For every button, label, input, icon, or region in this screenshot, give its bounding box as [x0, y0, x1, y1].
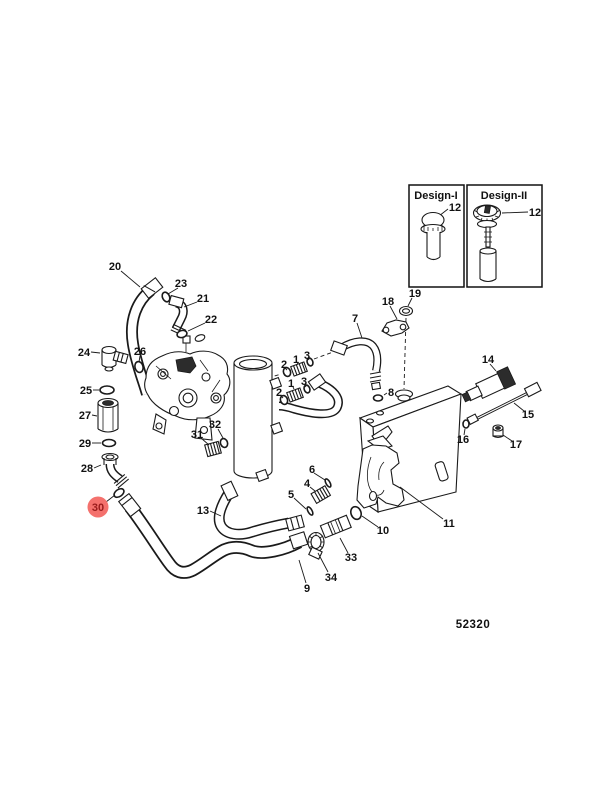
callout-34: 34: [325, 572, 338, 584]
sensor-14: [461, 366, 517, 403]
callout-5: 5: [288, 489, 294, 501]
callout-22: 22: [205, 314, 217, 326]
design1-cap-with-dipstick: [420, 211, 446, 261]
callout-33: 33: [345, 552, 357, 564]
callout-2-lower: 2: [276, 387, 282, 399]
oring-29: [101, 438, 117, 448]
callout-8: 8: [388, 387, 394, 399]
coupler-27: [97, 397, 119, 433]
oring-25: [99, 385, 115, 395]
callout-1-upper: 1: [293, 354, 299, 366]
callout-27: 27: [79, 410, 91, 422]
elbow-fitting-28: [101, 452, 130, 489]
callout-11: 11: [443, 518, 455, 530]
design2-cap-and-dipstick: [472, 204, 502, 283]
tank-front-bracket: [356, 425, 405, 509]
callout-30: 30: [92, 502, 104, 514]
inset-design-1: Design-I 12: [408, 184, 465, 288]
pump-assembly: [144, 334, 231, 441]
design2-title: Design-II: [481, 190, 527, 202]
callout-31: 31: [191, 429, 203, 441]
callout-32: 32: [209, 419, 221, 431]
grommet-19: [398, 305, 414, 317]
leader-lines: [90, 270, 525, 584]
oring-30: [113, 487, 125, 499]
callout-2-upper: 2: [281, 359, 287, 371]
tube-33: [319, 514, 352, 539]
callout-10: 10: [377, 525, 389, 537]
callout-29: 29: [79, 438, 91, 450]
plug-31: [204, 440, 222, 458]
callout-4: 4: [304, 478, 311, 490]
callout-9: 9: [304, 583, 310, 595]
hose-13: [213, 480, 305, 540]
hose-7: [330, 337, 382, 391]
hose-9: [117, 492, 309, 579]
callout-13: 13: [197, 505, 209, 517]
callout-labels: 20 23 21 22 24 26 25 27 29 28 13 31 32 2…: [78, 261, 534, 595]
highlighted-callout-30: 30: [87, 496, 109, 518]
callout-1-lower: 1: [288, 378, 294, 390]
callout-7: 7: [352, 313, 358, 325]
oring-23: [161, 291, 171, 303]
u-hose: [278, 373, 343, 419]
design2-part-12: 12: [529, 207, 541, 219]
callout-15: 15: [522, 409, 534, 421]
callout-19: 19: [409, 288, 421, 300]
rod-15: [466, 381, 542, 426]
inset-design-2: Design-II 12: [466, 184, 543, 288]
cooler-cylinder: [233, 355, 284, 483]
hose-7-threaded-tip: [369, 371, 382, 391]
callout-16: 16: [457, 434, 469, 446]
callout-23: 23: [175, 278, 187, 290]
fitting-4: [310, 485, 332, 505]
elbow-fitting-21: [168, 294, 188, 337]
callout-26: 26: [134, 346, 146, 358]
callout-17: 17: [510, 439, 522, 451]
hose-20: [126, 276, 164, 396]
highlight-circle: [87, 496, 109, 518]
drawing-number: 52320: [456, 619, 490, 631]
pump-cap: [175, 356, 197, 374]
oring-22: [176, 329, 188, 339]
design1-part-12: 12: [449, 202, 461, 214]
callout-28: 28: [81, 463, 93, 475]
oring-16: [462, 419, 470, 429]
callout-14: 14: [482, 354, 495, 366]
callout-24: 24: [78, 347, 91, 359]
callout-25: 25: [80, 385, 92, 397]
hose-clamp-34: [307, 531, 325, 560]
oring-8: [372, 394, 384, 402]
callout-6: 6: [309, 464, 315, 476]
callout-20: 20: [109, 261, 121, 273]
oring-32: [219, 437, 229, 449]
bracket-18: [381, 319, 410, 337]
hose-13-end-fitting: [285, 514, 305, 532]
oring-26: [134, 360, 144, 374]
elbow-fitting-24: [101, 345, 129, 372]
callout-18: 18: [382, 296, 394, 308]
oring-10: [350, 505, 362, 521]
oring-5: [306, 506, 314, 516]
oring-6: [324, 478, 332, 488]
callout-21: 21: [197, 293, 209, 305]
fitting-set-upper: [282, 357, 314, 378]
design1-title: Design-I: [414, 190, 457, 202]
pump-top-bolt: [182, 335, 191, 352]
callout-3-lower: 3: [301, 376, 307, 388]
fitting-set-lower: [279, 384, 311, 406]
plug-17: [492, 424, 504, 439]
callout-3-upper: 3: [304, 350, 310, 362]
